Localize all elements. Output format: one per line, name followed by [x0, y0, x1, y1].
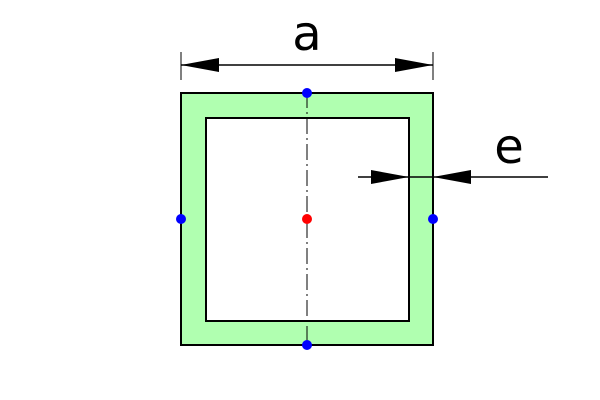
dimension-e-label: e — [494, 119, 524, 175]
axis-point-right — [428, 214, 438, 224]
dimension-a-label: a — [292, 6, 321, 62]
dimension-a-arrow-left — [181, 58, 219, 72]
axis-point-top — [302, 88, 312, 98]
dimension-a-arrow-right — [395, 58, 433, 72]
dimension-e-arrow-left — [371, 170, 409, 184]
axis-point-left — [176, 214, 186, 224]
center-point — [302, 214, 312, 224]
dimension-e-arrow-right — [433, 170, 471, 184]
axis-point-bottom — [302, 340, 312, 350]
